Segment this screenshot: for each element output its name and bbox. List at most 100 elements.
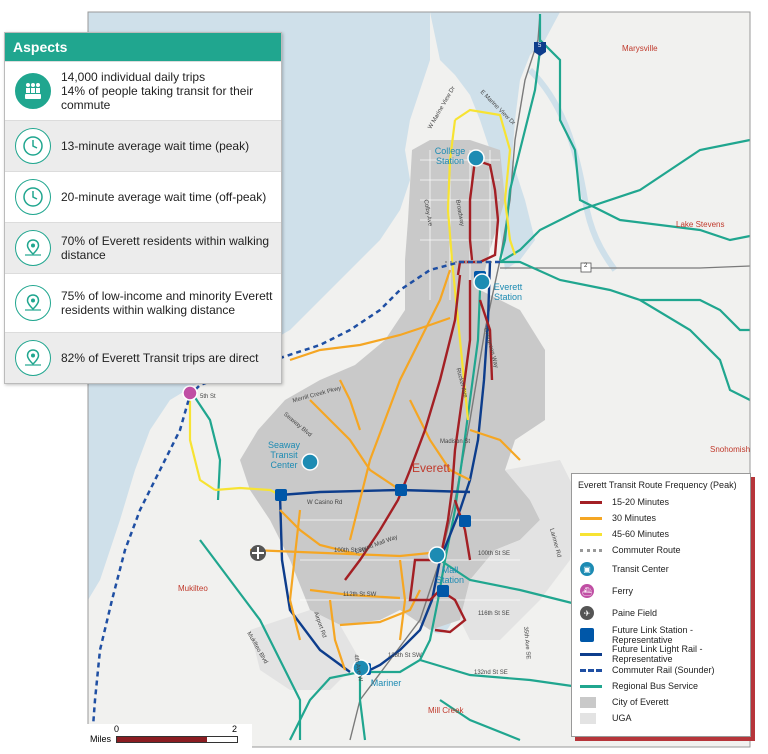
transit-center-everett: Everett Station: [493, 282, 523, 302]
street-128th: 128th St SW: [388, 653, 422, 659]
legend-title: Everett Transit Route Frequency (Peak): [578, 480, 737, 490]
legend-item-45-60: 45-60 Minutes: [572, 526, 750, 542]
hwy2-shield: [580, 262, 592, 273]
legend-swatch-line: [580, 500, 602, 504]
place-marysville: Marysville: [622, 44, 658, 53]
transit-center-mariner: Mariner: [370, 678, 402, 688]
legend-label: Ferry: [612, 586, 633, 596]
legend-label: Regional Bus Service: [612, 681, 699, 691]
aspect-text: 13-minute average wait time (peak): [61, 139, 250, 153]
legend-item-30: 30 Minutes: [572, 510, 750, 526]
street-5th: 5th St: [200, 394, 216, 400]
aspects-title: Aspects: [5, 33, 281, 61]
transit-center-markers: [301, 149, 491, 677]
scale-label: Miles: [90, 734, 112, 744]
legend-item-uga: UGA: [572, 710, 750, 726]
legend-label: Future Link Light Rail - Representative: [612, 644, 703, 664]
aspect-item: 82% of Everett Transit trips are direct: [5, 332, 281, 383]
legend-label: Paine Field: [612, 608, 658, 618]
sounder-rail: [90, 260, 500, 741]
water-river: [430, 12, 560, 270]
legend-swatch-line: [580, 684, 602, 688]
place-snohomish: Snohomish: [710, 445, 751, 454]
legend-label: 15-20 Minutes: [612, 497, 670, 507]
legend-label: Transit Center: [612, 564, 669, 574]
hwy2-shield-label: 2: [584, 263, 588, 269]
legend-label: 45-60 Minutes: [612, 529, 670, 539]
train-icon: [580, 628, 594, 642]
legend-swatch-box: [580, 712, 596, 724]
scale-end: 2: [232, 724, 238, 734]
map-pin-icon: [15, 340, 51, 376]
legend-swatch-dots: [580, 548, 602, 552]
aspect-item: 14,000 individual daily trips 14% of peo…: [5, 61, 281, 120]
legend-label: UGA: [612, 713, 632, 723]
river-channel: [527, 67, 618, 272]
map-legend: Everett Transit Route Frequency (Peak) 1…: [571, 473, 751, 737]
ferry-icon: ⛴: [580, 584, 594, 598]
legend-swatch-line: [580, 532, 602, 536]
legend-swatch-line: [580, 516, 602, 520]
legend-item-commuter-route: Commuter Route: [572, 542, 750, 558]
aspects-list: 14,000 individual daily trips 14% of peo…: [5, 61, 281, 383]
aspect-text: 82% of Everett Transit trips are direct: [61, 351, 259, 365]
aspect-item: 13-minute average wait time (peak): [5, 120, 281, 171]
scale-bar-graphic: [116, 736, 238, 743]
legend-label: Future Link Station - Representative: [612, 625, 694, 645]
uga-area: [460, 460, 575, 640]
aspects-panel: Aspects 14,000 individual daily trips 14…: [4, 32, 282, 384]
legend-item-sounder: Commuter Rail (Sounder): [572, 662, 750, 678]
airplane-icon: ✈: [580, 606, 594, 620]
legend-item-link-rail: Future Link Light Rail - Representative: [572, 644, 750, 664]
clock-icon: [15, 128, 51, 164]
ferry-marker: [182, 385, 198, 401]
routes-30min: [239, 269, 521, 671]
aspect-item: 70% of Everett residents within walking …: [5, 222, 281, 273]
scale-start: 0: [114, 724, 120, 734]
street-100th: 100th St SW: [334, 548, 368, 554]
legend-item-transit-center: ▣ Transit Center: [572, 558, 750, 580]
scale-bar: Miles 0 2: [86, 724, 252, 748]
aspect-text: 70% of Everett residents within walking …: [61, 234, 270, 262]
legend-item-15-20: 15-20 Minutes: [572, 494, 750, 510]
legend-swatch-line: [580, 652, 602, 656]
legend-label: 30 Minutes: [612, 513, 657, 523]
street-132nd: 132nd St SE: [474, 670, 508, 676]
legend-label: City of Everett: [612, 697, 669, 707]
aspect-item: 20-minute average wait time (off-peak): [5, 171, 281, 222]
legend-label: Commuter Rail (Sounder): [612, 665, 715, 675]
transit-center-college: College Station: [434, 146, 466, 166]
aspect-text: 14,000 individual daily trips 14% of peo…: [61, 70, 254, 112]
people-bus-icon: [15, 73, 51, 109]
legend-swatch-box: [580, 696, 596, 708]
street-madison: Madison St: [440, 439, 471, 445]
street-casino: W Casino Rd: [307, 500, 343, 506]
aspect-text: 75% of low-income and minority Everett r…: [61, 289, 273, 317]
legend-label: Commuter Route: [612, 545, 681, 555]
street-112th: 112th St SW: [343, 592, 377, 598]
aspect-text: 20-minute average wait time (off-peak): [61, 190, 267, 204]
legend-item-paine-field: ✈ Paine Field: [572, 602, 750, 624]
map-pin-icon: [15, 230, 51, 266]
transit-center-mall: Mall Station: [435, 565, 465, 585]
future-link-lines: [278, 261, 492, 677]
legend-swatch-dash: [580, 668, 602, 672]
aspect-item: 75% of low-income and minority Everett r…: [5, 273, 281, 332]
transit-center-seaway: Seaway Transit Center: [267, 440, 301, 470]
routes-15-20min: [344, 158, 500, 634]
street-116th: 116th St SE: [478, 611, 510, 617]
paine-field-icon: [250, 545, 266, 561]
bus-icon: ▣: [580, 562, 594, 576]
place-lake-stevens: Lake Stevens: [676, 220, 725, 229]
routes-45-60min: [188, 108, 517, 496]
map-pin-icon: [15, 285, 51, 321]
street-100th-se: 100th St SE: [478, 551, 511, 557]
clock-icon: [15, 179, 51, 215]
i5-shield: [534, 42, 546, 56]
legend-item-city: City of Everett: [572, 694, 750, 710]
place-mukilteo: Mukilteo: [178, 584, 208, 593]
legend-item-ferry: ⛴ Ferry: [572, 580, 750, 602]
hwy2: [500, 265, 751, 269]
city-label-everett: Everett: [412, 461, 451, 475]
legend-item-regional-bus: Regional Bus Service: [572, 678, 750, 694]
